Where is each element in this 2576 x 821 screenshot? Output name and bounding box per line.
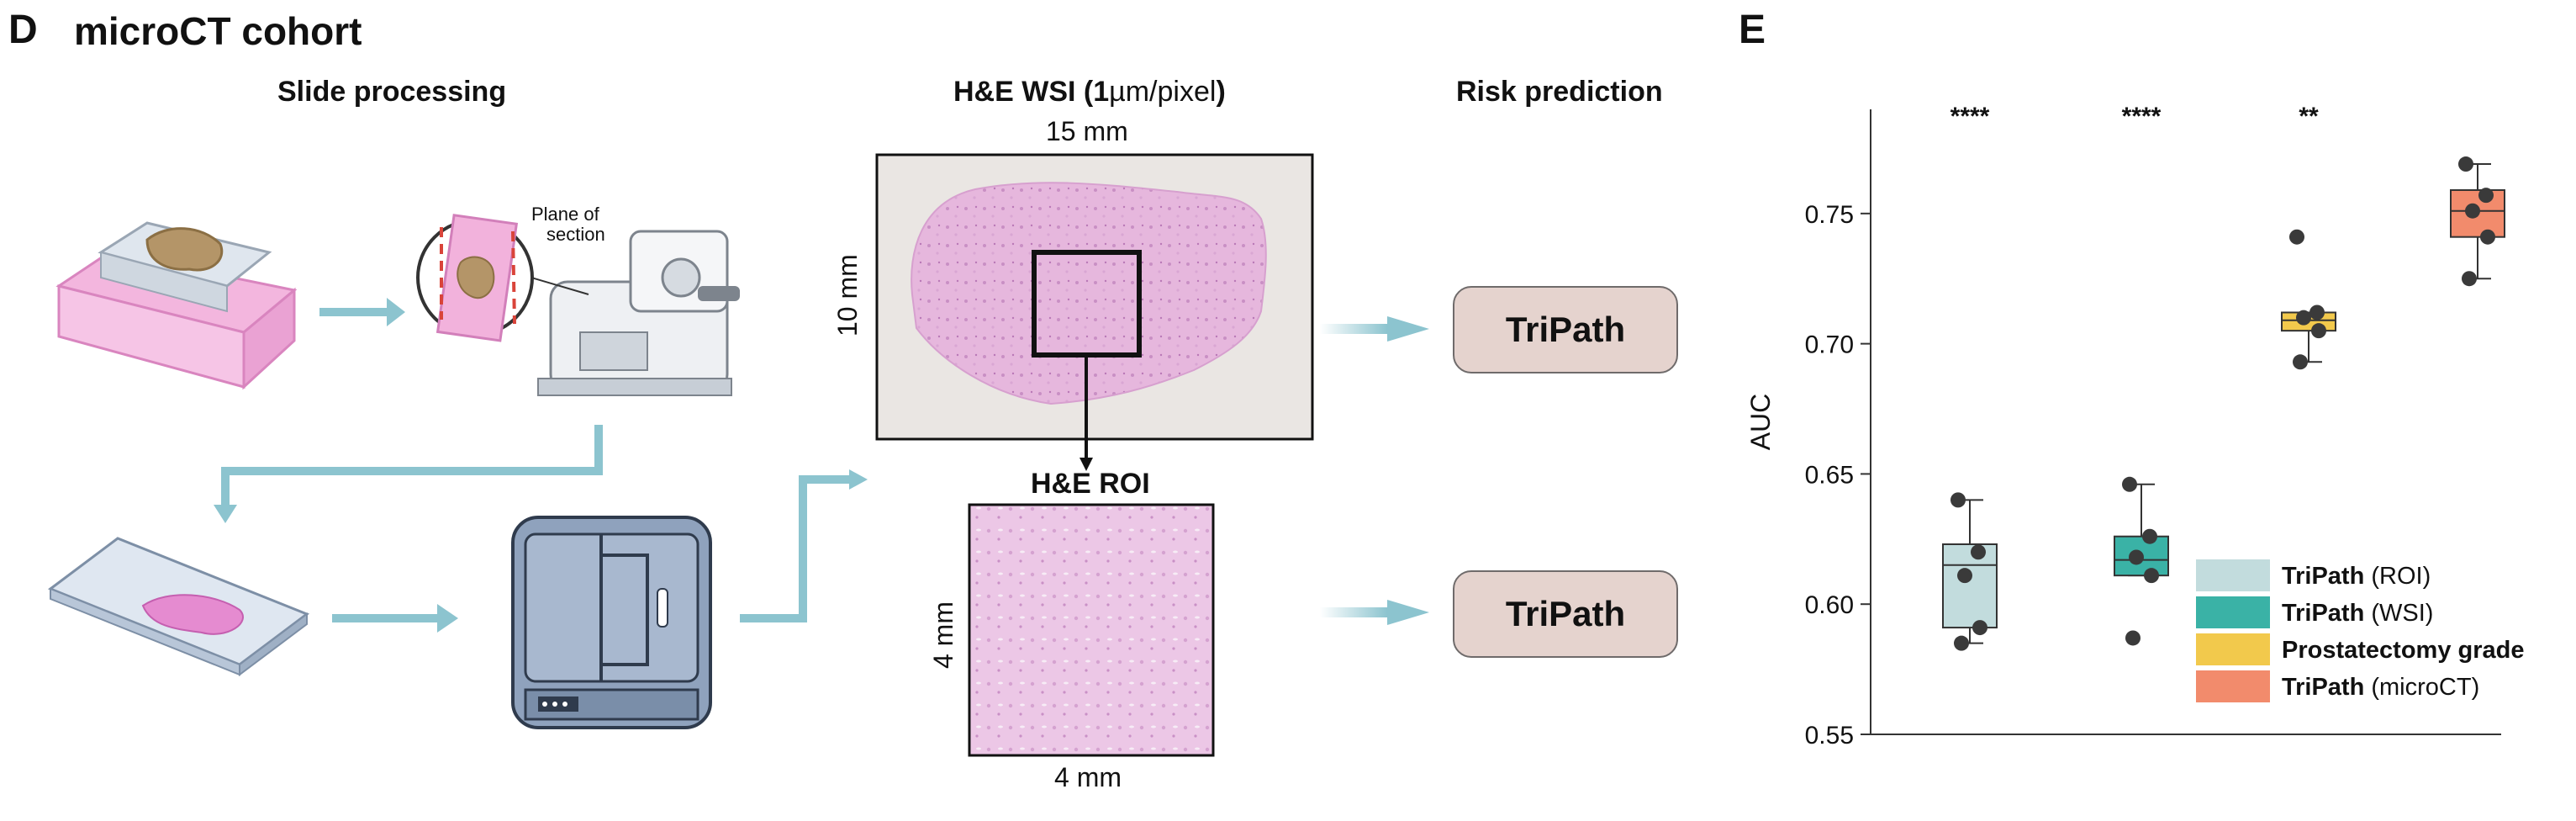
legend-swatch (2196, 596, 2270, 628)
slide-processing-heading: Slide processing (277, 76, 507, 108)
panel-d-letter: D (8, 8, 38, 52)
data-point (2480, 229, 2495, 245)
data-point (2458, 156, 2473, 172)
y-tick-label: 0.60 (1805, 591, 1854, 619)
arrow-to-microtome (319, 298, 405, 326)
box (2450, 188, 2505, 238)
data-point (1971, 544, 1986, 560)
panel-e-letter: E (1739, 8, 1766, 52)
chart-legend: TriPath (ROI) TriPath (WSI) Prostatectomy … (2196, 559, 2525, 702)
arrow-to-wsi (740, 469, 868, 622)
legend-label: TriPath (ROI) (2282, 563, 2431, 590)
wsi-width-label: 15 mm (1046, 116, 1128, 146)
data-point (2462, 271, 2477, 287)
tripath-box-bottom: TriPath (1453, 570, 1678, 658)
data-point (2293, 354, 2308, 370)
significance-stars: **** (2122, 103, 2162, 130)
legend-swatch (2196, 670, 2270, 702)
box (1942, 543, 1998, 629)
data-point (2465, 203, 2480, 219)
risk-prediction-heading: Risk prediction (1456, 76, 1663, 108)
y-axis-label: AUC (1745, 394, 1776, 451)
tripath-box-top: TriPath (1453, 286, 1678, 373)
data-point (1950, 492, 1966, 508)
arrow-to-slide (214, 425, 603, 523)
legend-label: Prostatectomy grade (2282, 637, 2525, 664)
y-tick-label: 0.55 (1805, 722, 1854, 749)
significance-stars: ** (2299, 103, 2319, 130)
legend-swatch (2196, 559, 2270, 591)
y-tick-label: 0.70 (1805, 331, 1854, 359)
arrow-to-tripath-top (1320, 316, 1429, 342)
data-point (2122, 476, 2137, 492)
data-point (2309, 305, 2325, 320)
arrow-to-scanner (332, 604, 458, 633)
data-point (2144, 568, 2159, 584)
significance-stars: **** (1950, 103, 1990, 130)
data-point (1972, 620, 1987, 636)
microtome-illustration (416, 214, 740, 396)
plane-label-line2: section (546, 224, 605, 245)
panel-d-title: microCT cohort (74, 9, 362, 53)
data-point (2311, 323, 2326, 339)
data-point (2142, 528, 2157, 544)
scanner-illustration (511, 516, 712, 729)
data-point (2296, 310, 2311, 326)
data-point (2478, 188, 2494, 204)
legend-swatch (2196, 633, 2270, 665)
wsi-heading: H&E WSI (1µm/pixel) (953, 76, 1226, 108)
glass-slide-illustration (47, 537, 310, 676)
data-point (2125, 630, 2141, 646)
chart-boxes: ********** (1942, 103, 2505, 651)
y-tick-label: 0.75 (1805, 201, 1854, 229)
cassette-illustration (55, 221, 298, 390)
arrow-to-tripath-bottom (1320, 600, 1429, 625)
roi-heading: H&E ROI (1031, 468, 1150, 500)
data-point (2129, 549, 2144, 565)
data-point (2289, 229, 2304, 245)
plane-label-line1: Plane of (531, 204, 600, 225)
legend-label: TriPath (WSI) (2282, 600, 2433, 627)
data-point (1954, 635, 1969, 651)
y-tick-label: 0.65 (1805, 461, 1854, 489)
roi-width-label: 4 mm (1054, 762, 1122, 792)
wsi-image (875, 153, 1314, 471)
data-point (1957, 568, 1972, 584)
roi-image (968, 503, 1215, 757)
legend-label: TriPath (microCT) (2282, 674, 2479, 701)
